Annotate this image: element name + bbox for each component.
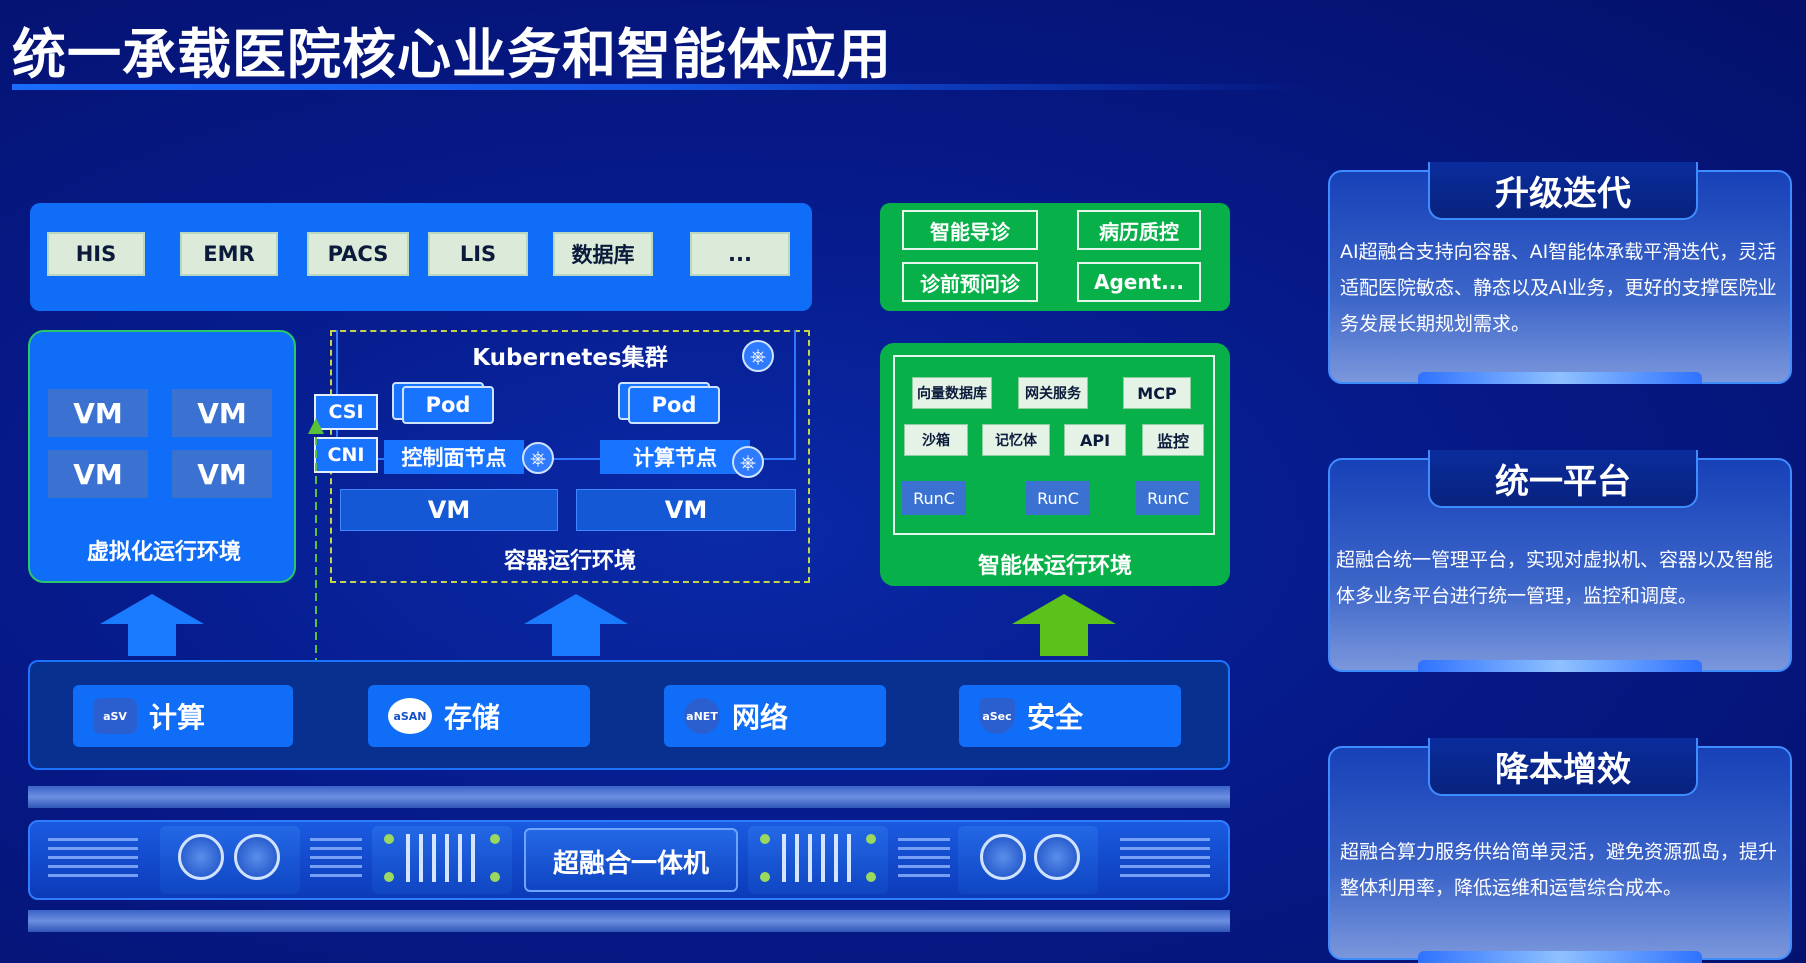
rack-rail-bottom [28,910,1230,932]
pod-left: Pod [402,386,494,424]
appliance-nameplate [524,828,738,892]
status-led [384,872,394,882]
vent-slats [310,838,362,882]
status-led [490,872,500,882]
agent-app-guide: 智能导诊 [902,210,1038,250]
anet-icon: aNET [684,698,720,734]
app-chip-emr: EMR [180,232,278,276]
vent-slats [898,838,950,882]
core-apps-bar [30,203,812,311]
agent-app-preconsult: 诊前预问诊 [902,262,1038,302]
container-vm-right: VM [576,489,796,531]
benefit-card-title: 升级迭代 [1428,162,1698,220]
asan-icon: aSAN [388,698,432,734]
service-security: aSec 安全 [959,685,1181,747]
benefit-card-text: AI超融合支持向容器、AI智能体承载平滑迭代，灵活适配医院敏态、静态以及AI业务… [1340,241,1777,335]
agent-env-frame [893,355,1215,535]
csi-chip: CSI [314,394,378,430]
agent-apps-bar [880,203,1230,311]
agent-component: 网关服务 [1018,377,1088,409]
fan-icon [980,834,1026,880]
kubernetes-cluster-title: Kubernetes集群 [472,345,668,371]
status-led [384,834,394,844]
status-led [866,834,876,844]
container-vm-left: VM [340,489,558,531]
status-led [866,872,876,882]
container-env-label: 容器运行环境 [503,549,636,574]
service-storage: aSAN 存储 [368,685,590,747]
fan-icon [1034,834,1080,880]
vent-slats [1120,838,1210,882]
up-arrow-icon [524,594,628,656]
appliance-label: 超融合一体机 [552,849,709,879]
agent-component: 监控 [1142,424,1204,456]
pod-right: Pod [628,386,720,424]
agent-component: MCP [1123,377,1191,409]
drive-grill [782,834,852,882]
agent-component: API [1064,424,1126,456]
card-foot-bar [1418,660,1702,672]
page-title: 统一承载医院核心业务和智能体应用 [12,23,892,86]
app-chip-lis: LIS [428,232,528,276]
benefit-card-title: 降本增效 [1428,738,1698,796]
fan-icon [234,834,280,880]
service-storage-label: 存储 [444,701,501,734]
app-chip-pacs: PACS [307,232,409,276]
up-arrow-icon [1012,594,1116,656]
up-arrow-icon [100,594,204,656]
control-plane-node: 控制面节点 [384,440,524,474]
card-foot-bar [1418,951,1702,963]
vent-slats [48,838,138,882]
service-compute: aSV 计算 [73,685,293,747]
fan-icon [178,834,224,880]
vm-block: VM [48,389,148,437]
status-led [760,834,770,844]
drive-grill [406,834,476,882]
asec-shield-icon: aSec [979,698,1015,734]
app-chip-his: HIS [47,232,145,276]
compute-node: 计算节点 [600,440,750,474]
agent-component: 向量数据库 [912,377,992,409]
runc-block: RunC [902,481,966,515]
title-underline [12,84,1312,90]
status-led [760,872,770,882]
agent-env-label: 智能体运行环境 [977,554,1132,579]
benefit-card-text: 超融合算力服务供给简单灵活，避免资源孤岛，提升整体利用率，降低运维和运营综合成本… [1340,841,1778,899]
agent-component: 记忆体 [982,424,1050,456]
kubernetes-icon: ⎈ [732,446,764,478]
vm-block: VM [172,389,272,437]
agent-app-record-qc: 病历质控 [1077,210,1201,250]
vm-block: VM [172,450,272,498]
service-compute-label: 计算 [149,701,206,734]
asv-icon: aSV [93,698,137,734]
agent-component: 沙箱 [904,424,968,456]
runc-block: RunC [1136,481,1200,515]
virtualization-label: 虚拟化运行环境 [86,540,241,565]
runc-block: RunC [1026,481,1090,515]
app-chip-more: ... [690,232,790,276]
kubernetes-icon: ⎈ [742,340,774,372]
agent-app-agent: Agent... [1077,262,1201,302]
service-network: aNET 网络 [664,685,886,747]
cni-chip: CNI [314,437,378,473]
kubernetes-icon: ⎈ [522,442,554,474]
app-chip-database: 数据库 [553,232,653,276]
vm-block: VM [48,450,148,498]
service-security-label: 安全 [1027,701,1084,734]
rack-rail-top [28,786,1230,808]
card-foot-bar [1418,372,1702,384]
status-led [490,834,500,844]
benefit-card-text: 超融合统一管理平台，实现对虚拟机、容器以及智能体多业务平台进行统一管理，监控和调… [1336,549,1774,607]
benefit-card-title: 统一平台 [1428,450,1698,508]
service-network-label: 网络 [732,701,789,734]
